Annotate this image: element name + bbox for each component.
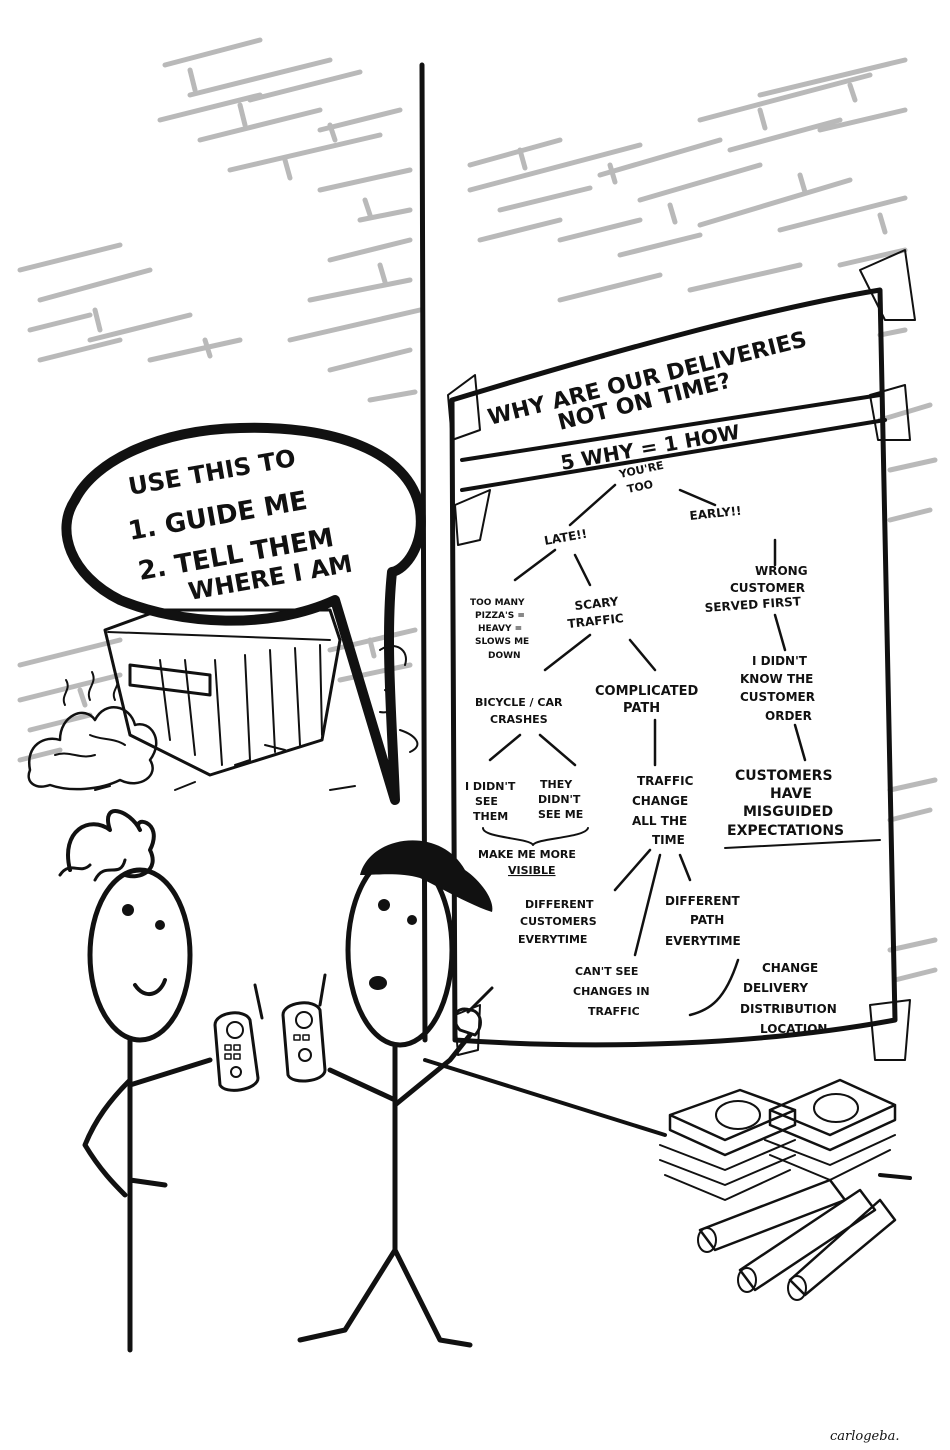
svg-text:CHANGE: CHANGE — [762, 961, 818, 975]
rolled-papers — [697, 1178, 897, 1301]
svg-text:DIFFERENT: DIFFERENT — [525, 898, 594, 911]
floor-line — [423, 1058, 912, 1180]
svg-text:CUSTOMER: CUSTOMER — [740, 690, 815, 704]
svg-text:HAVE: HAVE — [770, 786, 812, 802]
svg-text:BICYCLE / CAR: BICYCLE / CAR — [475, 696, 563, 709]
artist-signature: carlogeba. — [830, 1429, 899, 1444]
woman-eye-right — [155, 920, 165, 930]
svg-text:THEM: THEM — [473, 810, 508, 823]
svg-text:CUSTOMERS: CUSTOMERS — [520, 915, 597, 928]
node-make-me-visible: MAKE ME MORE VISIBLE — [478, 848, 576, 877]
node-complicated-path: COMPLICATED PATH — [595, 684, 699, 716]
node-cant-see-changes: CAN'T SEE CHANGES IN TRAFFIC — [573, 965, 650, 1018]
node-bicycle-car-crashes: BICYCLE / CAR CRASHES — [475, 696, 563, 726]
node-different-path: DIFFERENT PATH EVERYTIME — [665, 894, 741, 948]
svg-text:DISTRIBUTION: DISTRIBUTION — [740, 1002, 837, 1016]
svg-text:PIZZA'S =: PIZZA'S = — [475, 611, 525, 621]
svg-text:SEE ME: SEE ME — [538, 808, 583, 821]
svg-text:KNOW THE: KNOW THE — [740, 672, 813, 686]
svg-text:PATH: PATH — [690, 913, 724, 927]
woman-eye-left — [122, 904, 134, 916]
brick-wall-left — [17, 37, 423, 763]
svg-text:TOO MANY: TOO MANY — [470, 598, 525, 608]
svg-text:CAN'T SEE: CAN'T SEE — [575, 965, 638, 978]
node-change-distribution-location: CHANGE DELIVERY DISTRIBUTION LOCATION — [740, 961, 837, 1036]
svg-text:CHANGE: CHANGE — [632, 794, 688, 808]
man-eye-right — [407, 915, 417, 925]
svg-text:HEAVY =: HEAVY = — [478, 624, 522, 634]
svg-text:CHANGES IN: CHANGES IN — [573, 985, 650, 998]
node-traffic-change: TRAFFIC CHANGE ALL THE TIME — [632, 774, 694, 847]
svg-text:SERVED FIRST: SERVED FIRST — [704, 594, 802, 615]
svg-text:CRASHES: CRASHES — [490, 713, 548, 726]
svg-text:CUSTOMERS: CUSTOMERS — [735, 768, 833, 784]
man-eye-left — [378, 899, 390, 911]
svg-text:I DIDN'T: I DIDN'T — [752, 654, 808, 668]
node-early: EARLY!! — [689, 504, 742, 523]
node-late: LATE!! — [543, 527, 588, 548]
node-misguided-expectations: CUSTOMERS HAVE MISGUIDED EXPECTATIONS — [727, 768, 844, 839]
node-different-customers: DIFFERENT CUSTOMERS EVERYTIME — [518, 898, 597, 946]
walkie-talkie-icon — [213, 983, 264, 1092]
poster: WHY ARE OUR DELIVERIES NOT ON TIME? 5 WH… — [447, 249, 916, 1061]
svg-text:ALL THE: ALL THE — [632, 814, 687, 828]
svg-text:SCARY: SCARY — [574, 594, 620, 613]
dumpster — [103, 608, 342, 777]
svg-text:ORDER: ORDER — [765, 709, 812, 723]
diagram-connectors — [482, 483, 881, 1017]
svg-text:EVERYTIME: EVERYTIME — [665, 934, 741, 948]
node-i-didnt-see-them: I DIDN'T SEE THEM — [465, 780, 516, 823]
man-figure — [297, 840, 494, 1348]
svg-text:PATH: PATH — [623, 701, 660, 716]
svg-text:VISIBLE: VISIBLE — [508, 864, 556, 877]
svg-text:I DIDN'T: I DIDN'T — [465, 780, 516, 793]
svg-text:SLOWS ME: SLOWS ME — [475, 637, 529, 647]
svg-text:TRAFFIC: TRAFFIC — [588, 1005, 640, 1018]
svg-text:TRAFFIC: TRAFFIC — [567, 611, 625, 631]
svg-text:LOCATION: LOCATION — [760, 1022, 827, 1036]
woman-figure — [58, 809, 213, 1353]
node-too-many-pizzas: TOO MANY PIZZA'S = HEAVY = SLOWS ME DOWN — [470, 598, 529, 661]
brick-wall-right — [467, 57, 938, 983]
svg-text:DIFFERENT: DIFFERENT — [665, 894, 740, 908]
speech-bubble: USE THIS TO 1. GUIDE ME 2. TELL THEM WHE… — [61, 422, 426, 805]
cap-icon — [360, 840, 493, 912]
svg-text:COMPLICATED: COMPLICATED — [595, 684, 699, 699]
node-they-didnt-see-me: THEY DIDN'T SEE ME — [538, 778, 583, 821]
svg-text:TOO: TOO — [626, 478, 654, 496]
svg-text:EXPECTATIONS: EXPECTATIONS — [727, 823, 844, 839]
svg-text:SEE: SEE — [475, 795, 498, 808]
svg-text:MAKE ME MORE: MAKE ME MORE — [478, 848, 576, 861]
svg-text:CUSTOMER: CUSTOMER — [730, 581, 805, 595]
man-mouth — [369, 976, 387, 990]
svg-text:EVERYTIME: EVERYTIME — [518, 933, 587, 946]
walkie-talkie-icon — [281, 973, 327, 1083]
wall-corner-line — [419, 62, 428, 1043]
svg-text:TRAFFIC: TRAFFIC — [637, 774, 694, 788]
svg-text:WRONG: WRONG — [755, 564, 808, 578]
node-scary-traffic: SCARY TRAFFIC — [567, 594, 625, 631]
pizza-boxes — [659, 1078, 897, 1201]
svg-text:DIDN'T: DIDN'T — [538, 793, 581, 806]
svg-text:THEY: THEY — [540, 778, 573, 791]
node-wrong-customer: WRONG CUSTOMER SERVED FIRST — [704, 564, 807, 615]
svg-text:DOWN: DOWN — [488, 651, 521, 661]
svg-text:TIME: TIME — [652, 833, 685, 847]
svg-text:MISGUIDED: MISGUIDED — [743, 804, 833, 820]
svg-text:DELIVERY: DELIVERY — [743, 981, 808, 995]
node-didnt-know-order: I DIDN'T KNOW THE CUSTOMER ORDER — [740, 654, 815, 723]
